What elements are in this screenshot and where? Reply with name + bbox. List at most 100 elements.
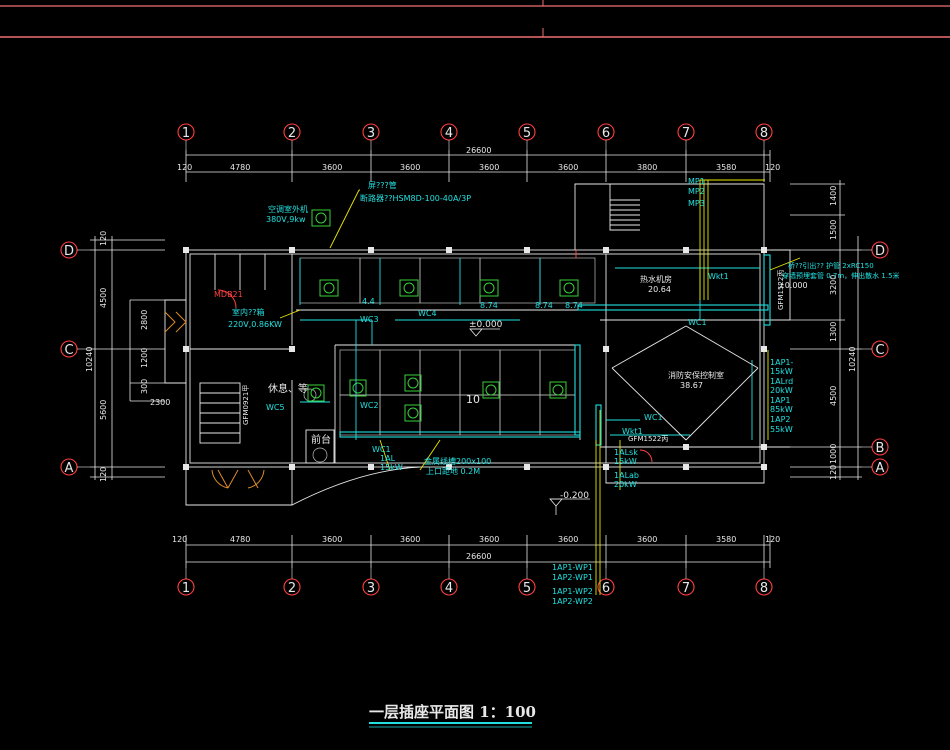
- label-mp3: MP3: [688, 199, 705, 208]
- dim-left-total: 10240: [85, 347, 94, 372]
- label-n2: 穿墙预埋套管 0.7m，伸出散水 1.5米: [782, 271, 900, 280]
- axis-top-5: 5: [523, 126, 531, 141]
- label-al-sk-kw: 15kW: [614, 457, 637, 466]
- label-wp2: 1AP2-WP1: [552, 573, 593, 582]
- label-874-a: 8.74: [480, 301, 498, 310]
- room-security: 消防安保控制室: [668, 370, 724, 380]
- label-fm3: GFM1522丙: [628, 435, 668, 443]
- label-fm2: GFM1522丙: [777, 270, 785, 310]
- security-room-lines: [611, 325, 759, 441]
- dim-bottom-2: 3600: [322, 535, 342, 544]
- dim-left-6: 5600: [99, 400, 108, 420]
- axis-bottom-6: 6: [602, 581, 610, 596]
- axis-bottom-8: 8: [760, 581, 768, 596]
- dim-bottom-0: 120: [172, 535, 187, 544]
- doors: [164, 311, 265, 489]
- dimension-bottom: [185, 535, 771, 568]
- dim-left-4: 300: [140, 379, 149, 394]
- dim-top-0: 120: [177, 163, 192, 172]
- axis-bottom-2: 2: [288, 581, 296, 596]
- axis-bottom-1: 1: [182, 581, 190, 596]
- label-wc4: WC4: [418, 309, 437, 318]
- dim-right-5: 1000: [829, 444, 838, 464]
- dim-top-2: 3600: [322, 163, 342, 172]
- label-r4: 20kW: [770, 386, 793, 395]
- dim-left-2: 2800: [140, 310, 149, 330]
- drawing-title-block: 一层插座平面图 1：100: [369, 703, 536, 728]
- dim-left-5: 2300: [150, 398, 170, 407]
- label-wc3: WC3: [360, 315, 379, 324]
- dimension-top: [185, 150, 771, 182]
- door-labels: GFM0921甲 GFM1522丙 GFM1522丙: [242, 270, 785, 443]
- label-874-c: 8.74: [565, 301, 583, 310]
- dim-bottom-5: 3600: [558, 535, 578, 544]
- ac-units: [307, 209, 579, 422]
- dim-top-4: 3600: [479, 163, 499, 172]
- dim-right-2: 3200: [829, 275, 838, 295]
- label-1al: 1AL: [380, 454, 396, 463]
- label-wp1: 1AP1-WP1: [552, 563, 593, 572]
- label-trunk2: 上口距地 0.2M: [426, 466, 480, 476]
- label-874-b: 8.74: [535, 301, 553, 310]
- dim-right-1: 1500: [829, 220, 838, 240]
- dim-right-3: 1300: [829, 322, 838, 342]
- axis-right-A: A: [876, 461, 885, 476]
- dim-bottom-6: 3600: [637, 535, 657, 544]
- dim-bottom-8: 120: [765, 535, 780, 544]
- dim-bottom-4: 3600: [479, 535, 499, 544]
- dimension-left: [90, 236, 165, 480]
- dim-top-6: 3800: [637, 163, 657, 172]
- axis-leaders: [77, 140, 872, 579]
- label-breaker: 断路器??HSM8D-100-40A/3P: [360, 193, 471, 203]
- label-wkt1-b: Wkt1: [622, 427, 643, 436]
- label-wkt1-a: Wkt1: [708, 272, 729, 281]
- building-walls: [164, 183, 791, 506]
- axis-left-C: C: [64, 343, 73, 358]
- dim-top-overall: 26600: [466, 146, 491, 155]
- dimension-bottom-text: 120 4780 3600 3600 3600 3600 3600 3580 1…: [172, 535, 780, 561]
- dim-left-3: 1200: [140, 348, 149, 368]
- dim-top-3: 3600: [400, 163, 420, 172]
- dimension-top-text: 120 4780 3600 3600 3600 3600 3800 3580 1…: [177, 146, 780, 172]
- dim-top-5: 3600: [558, 163, 578, 172]
- axis-labels: 1 2 3 4 5 6 7 8 1 2 3 4 5 6 7 8 D C A D …: [64, 126, 885, 596]
- label-al-ab: 1ALab: [614, 471, 639, 480]
- label-wc2: WC2: [360, 401, 379, 410]
- axis-top-3: 3: [367, 126, 375, 141]
- dim-left-0: 120: [99, 231, 108, 246]
- label-kongtiao-power: 380V,9kw: [266, 215, 306, 224]
- dim-top-1: 4780: [230, 163, 250, 172]
- axis-bottom-5: 5: [523, 581, 531, 596]
- elev-minus: -0.200: [560, 491, 589, 501]
- dimension-right: [790, 180, 862, 480]
- room-reception: 前台: [311, 433, 331, 446]
- axis-bottom-7: 7: [682, 581, 690, 596]
- label-1al-kw: 15kW: [380, 463, 403, 472]
- cable-trays: [339, 254, 771, 446]
- electrical-panels: [217, 250, 653, 463]
- dim-bottom-3: 3600: [400, 535, 420, 544]
- axis-top-1: 1: [182, 126, 190, 141]
- dim-left-7: 120: [99, 467, 108, 482]
- dim-top-8: 120: [765, 163, 780, 172]
- axis-top-7: 7: [682, 126, 690, 141]
- label-fm1: GFM0921甲: [242, 385, 250, 425]
- office-furniture: [299, 257, 596, 463]
- label-wc-note: 室内??箱: [232, 307, 265, 317]
- label-44: 4.4: [362, 297, 375, 306]
- dim-bottom-overall: 26600: [466, 552, 491, 561]
- axis-top-8: 8: [760, 126, 768, 141]
- dim-right-4: 4500: [829, 386, 838, 406]
- feeder-leaders: [279, 179, 801, 595]
- room-office: 10: [466, 393, 480, 406]
- label-trunk: 金属线槽200x100: [424, 456, 491, 466]
- label-al-sk: 1ALsk: [614, 448, 638, 457]
- structural-columns: [183, 247, 767, 470]
- dim-bottom-7: 3580: [716, 535, 736, 544]
- axis-bottom-4: 4: [445, 581, 453, 596]
- label-wc5: WC5: [266, 403, 285, 412]
- room-hotwater: 热水机房: [640, 274, 672, 284]
- dim-right-total: 10240: [848, 347, 857, 372]
- axis-bottom-3: 3: [367, 581, 375, 596]
